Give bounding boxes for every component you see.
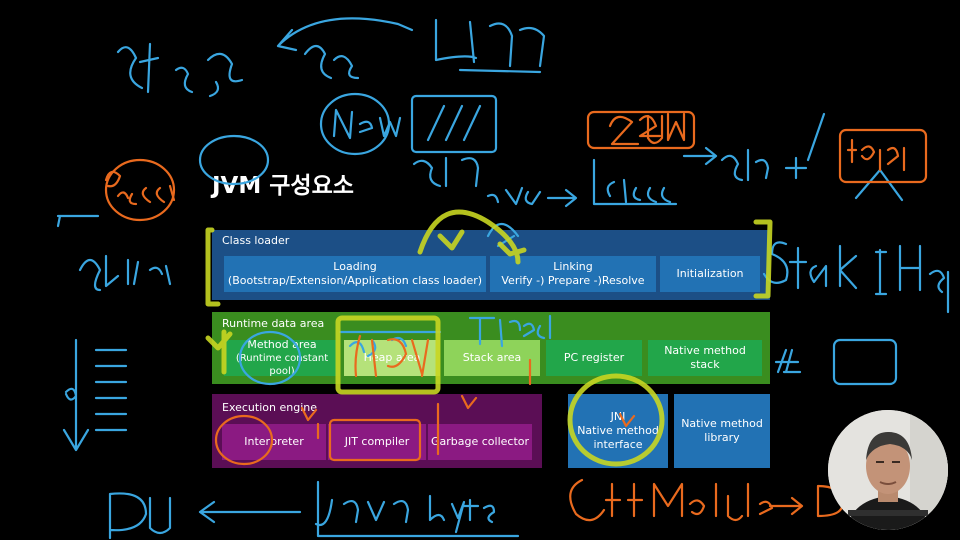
runtime-data-area-panel: Runtime data area Method area (Runtime c… [212,312,770,384]
method-area-title: Method area [247,337,317,351]
loading-subtitle: (Bootstrap/Extension/Application class l… [227,274,483,287]
linking-box: Linking Verify -) Prepare -)Resolve [490,256,656,292]
class-loader-label: Class loader [222,234,290,247]
jni-title: JNI [610,409,626,423]
native-library-title-2: library [704,431,740,444]
jit-compiler-box: JIT compiler [328,424,426,460]
linking-subtitle: Verify -) Prepare -)Resolve [501,274,645,287]
runtime-data-area-label: Runtime data area [222,317,325,330]
presenter-webcam [828,410,948,530]
method-area-box: Method area (Runtime constant pool) [224,337,340,378]
native-library-title-1: Native method [681,416,763,430]
native-method-stack-title: Native method stack [664,343,746,371]
initialization-box: Initialization [660,256,760,292]
loading-title: Loading [333,259,377,273]
jni-subtitle-1: Native method [577,423,659,437]
stack-area-title: Stack area [462,350,522,364]
interpreter-box: Interpreter [222,424,326,460]
loading-box: Loading (Bootstrap/Extension/Application… [224,256,486,292]
slide-title: JVM 구성요소 [212,173,354,199]
stack-area-box: Stack area [444,340,540,376]
execution-engine-panel: Execution engine Interpreter JIT compile… [212,394,542,468]
jni-box: JNI Native method interface [568,394,668,468]
presenter-avatar [828,410,948,530]
heap-area-title: Heap area [363,350,421,364]
garbage-collector-title: Garbage collector [430,434,530,448]
linking-title: Linking [553,259,593,273]
pc-register-title: PC register [563,350,625,364]
method-area-subtitle: (Runtime constant pool) [235,353,329,378]
garbage-collector-box: Garbage collector [428,424,532,460]
jni-subtitle-2: interface [593,438,643,452]
interpreter-title: Interpreter [244,434,304,448]
class-loader-panel: Class loader Loading (Bootstrap/Extensio… [212,230,770,300]
pc-register-box: PC register [546,340,642,376]
heap-area-box: Heap area [344,340,440,376]
initialization-title: Initialization [676,266,744,280]
jit-compiler-title: JIT compiler [344,434,410,448]
native-method-stack-box: Native method stack [648,340,762,376]
execution-engine-label: Execution engine [222,401,317,414]
native-method-library-box: Native method library [674,394,770,468]
